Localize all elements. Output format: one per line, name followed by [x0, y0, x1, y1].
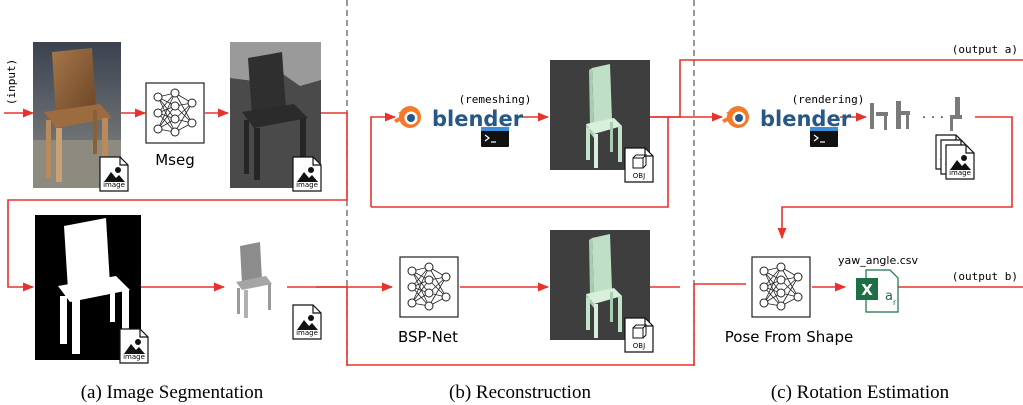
caption-image-segmentation: (a) Image Segmentation	[81, 382, 264, 403]
input-label: (input)	[5, 59, 18, 105]
input-photo	[33, 42, 121, 188]
image-file-label: image	[103, 181, 125, 189]
caption-rotation-estimation: (c) Rotation Estimation	[771, 382, 950, 403]
remeshing-label: (remeshing)	[459, 93, 532, 106]
excel-file-icon: X a r	[856, 269, 899, 313]
blender-logo-icon	[722, 106, 749, 128]
blender-wordmark: blender	[432, 107, 524, 131]
image-file-label: image	[296, 329, 318, 337]
obj-file-label: OBJ	[633, 172, 645, 180]
bsp-net-network-icon	[399, 256, 459, 318]
output-b-label: (output b)	[952, 270, 1018, 283]
svg-text:a: a	[885, 289, 893, 304]
caption-reconstruction: (b) Reconstruction	[449, 382, 591, 403]
terminal-icon	[809, 126, 839, 148]
masked-chair	[236, 242, 272, 318]
csv-filename-label: yaw_angle.csv	[838, 254, 919, 267]
svg-text:X: X	[861, 281, 873, 299]
blender-logo-icon	[394, 106, 421, 128]
svg-text:· · ·: · · ·	[922, 110, 944, 126]
bsp-net-label: BSP-Net	[398, 328, 458, 346]
image-file-label: image	[296, 181, 318, 189]
image-file-label: image	[949, 169, 971, 177]
svg-text:r: r	[893, 298, 897, 307]
obj-file-label: OBJ	[633, 342, 645, 350]
output-a-label: (output a)	[952, 43, 1018, 56]
rendering-label: (rendering)	[792, 93, 865, 106]
image-file-label: image	[123, 353, 145, 361]
rendered-views: · · ·	[870, 97, 962, 131]
pose-from-shape-network-icon	[751, 256, 811, 318]
mseg-network-icon	[145, 82, 205, 144]
pose-from-shape-label: Pose From Shape	[725, 328, 853, 346]
connector-lines	[4, 59, 1023, 366]
terminal-icon	[480, 126, 510, 148]
mseg-label: Mseg	[155, 151, 195, 169]
